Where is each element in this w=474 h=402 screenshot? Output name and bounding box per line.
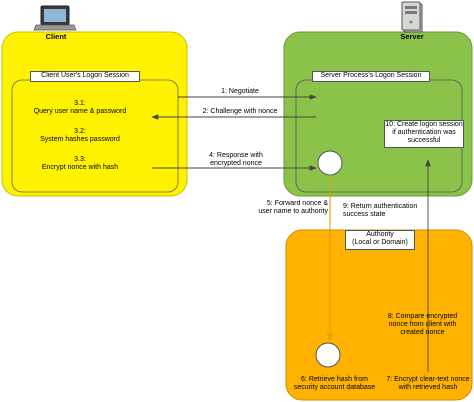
authority-title: Authority (Local or Domain): [345, 230, 415, 250]
server-node-circle: [317, 150, 343, 176]
server-tower-icon: [401, 1, 423, 33]
msg-negotiate: 1: Negotiate: [221, 88, 259, 95]
client-step-3-1: 3.1: Query user name & password: [33, 100, 127, 115]
client-step-3-3: 3.3: Encrypt nonce with hash: [41, 156, 119, 171]
server-label: Server: [400, 32, 424, 41]
authority-step-7: 7: Encrypt clear-text nonce with retriev…: [386, 376, 470, 391]
server-region: [283, 31, 473, 197]
server-session-title: Server Process's Logon Session: [312, 71, 430, 82]
server-step-10-box: 10: Create logon session if authenticati…: [384, 120, 464, 148]
msg-forward-nonce: 5: Forward nonce & user name to authorit…: [258, 200, 328, 215]
client-label: Client: [45, 32, 67, 41]
client-session-title: Client User's Logon Session: [30, 71, 140, 82]
laptop-icon: [33, 5, 77, 31]
authority-step-8: 8: Compare encrypted nonce from client w…: [387, 313, 458, 336]
msg-return-success: 9: Return authentication success state: [343, 203, 418, 218]
msg-response: 4: Response with encrypted nonce: [209, 152, 263, 167]
authority-node-circle: [315, 342, 341, 368]
msg-challenge: 2: Challenge with nonce: [202, 108, 278, 115]
client-step-3-2: 3.2: System hashes password: [40, 128, 120, 143]
authority-step-6: 6: Retrieve hash from security account d…: [293, 376, 376, 391]
